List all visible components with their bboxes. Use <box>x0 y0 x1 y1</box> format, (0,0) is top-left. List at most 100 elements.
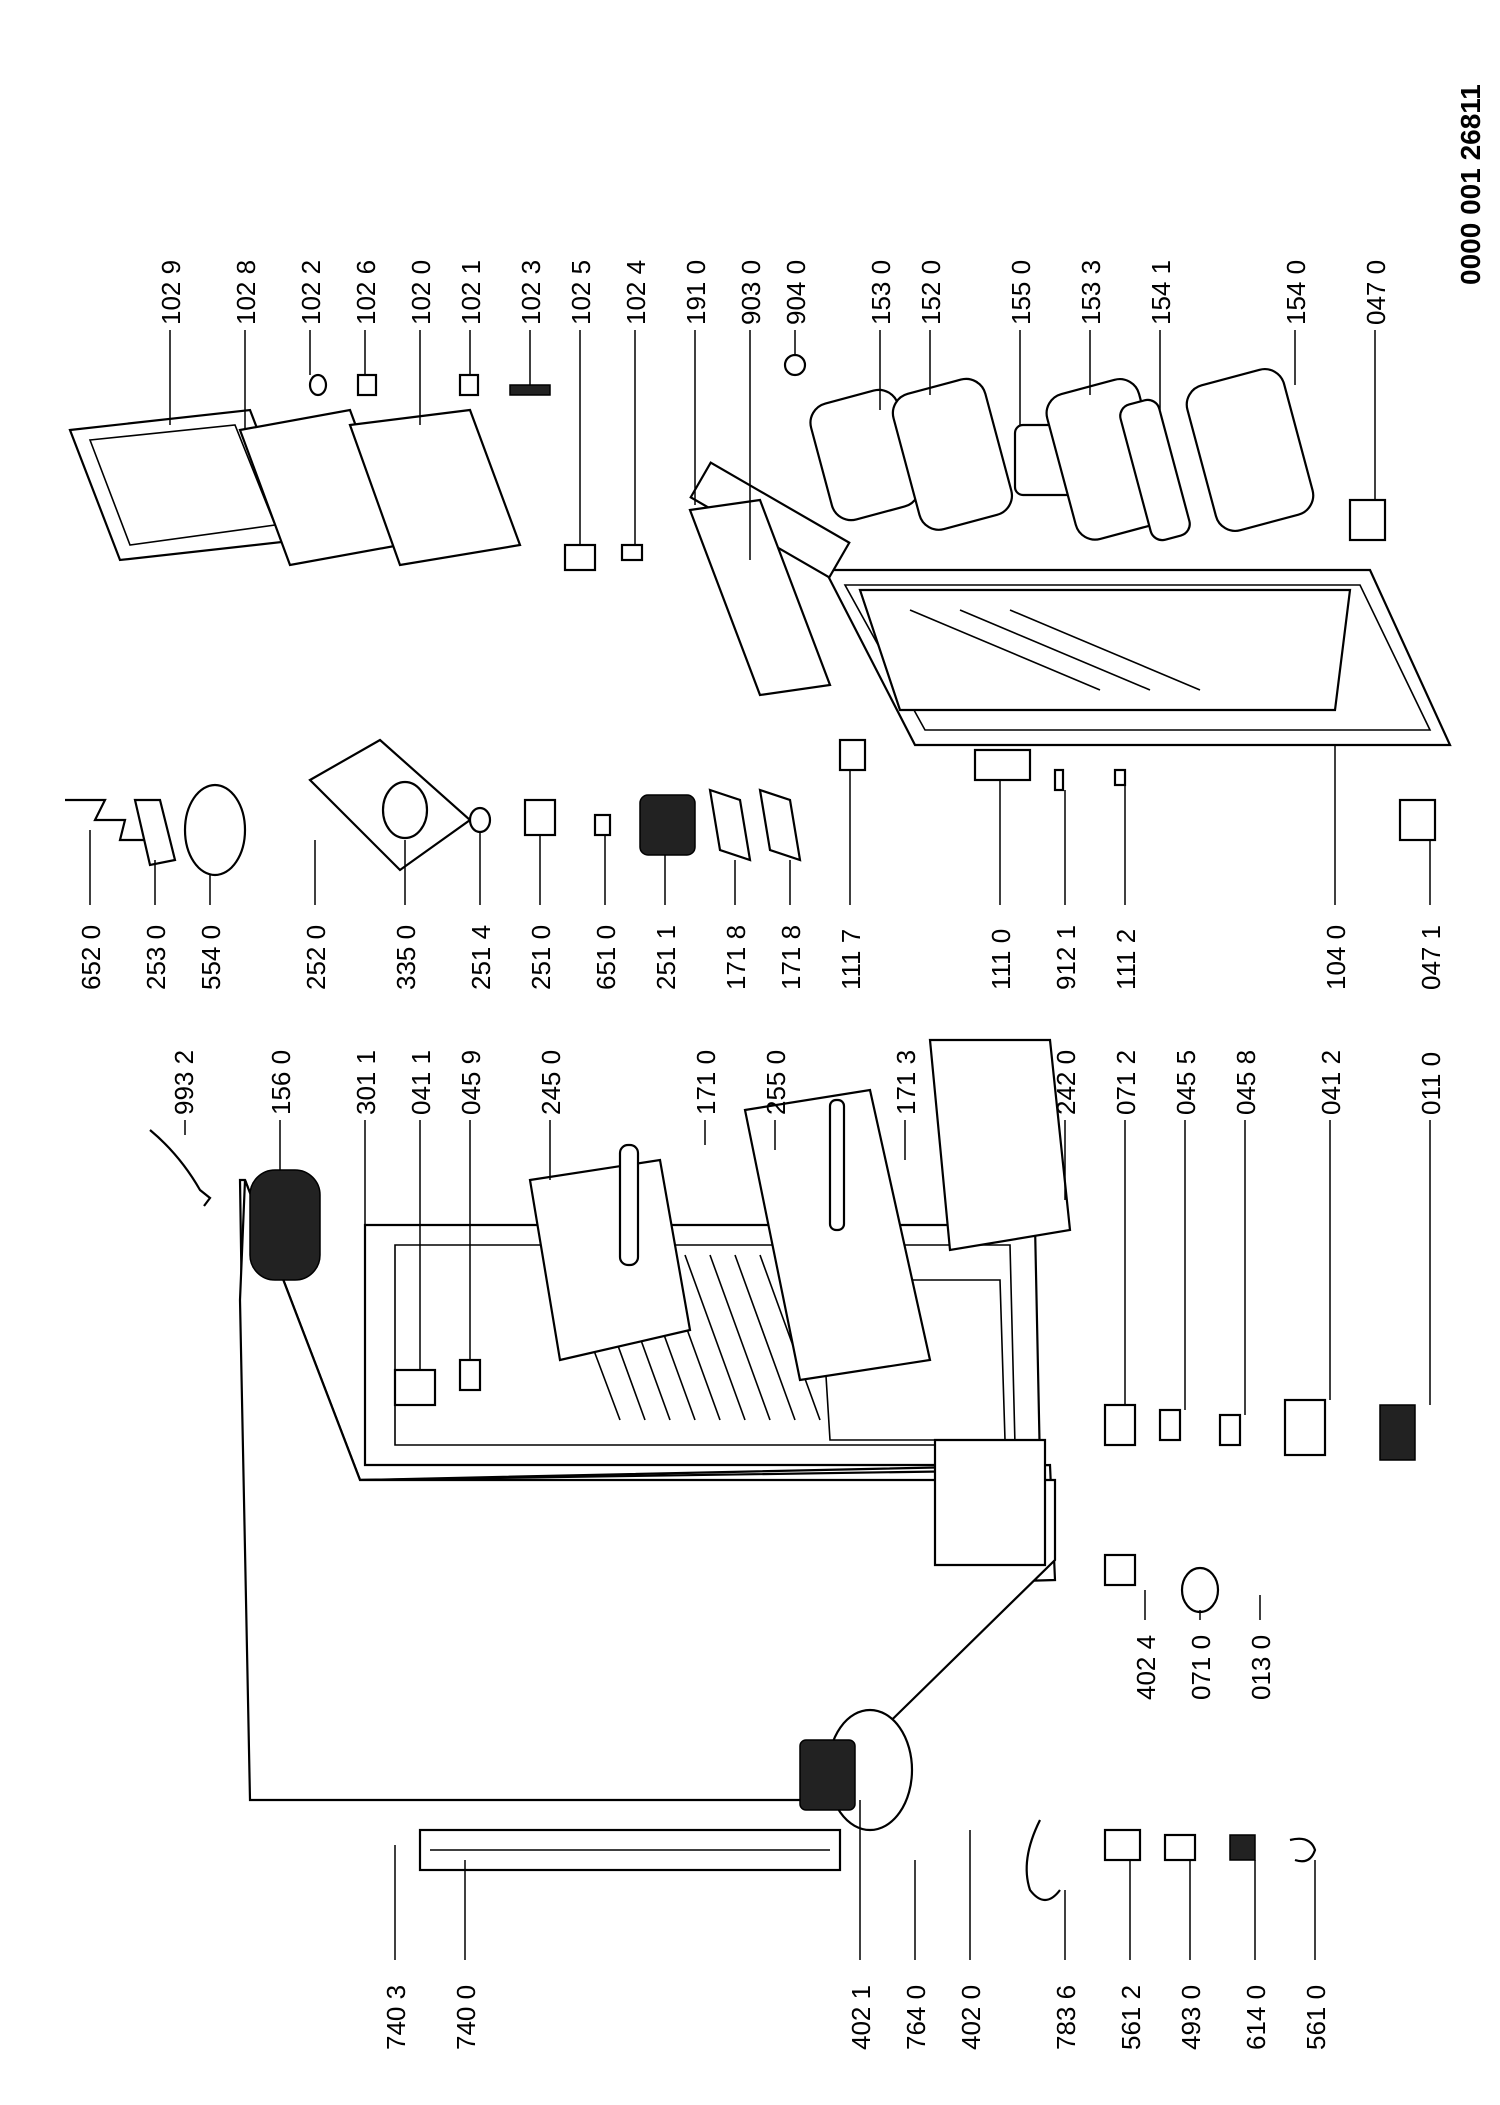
part-5612 <box>1103 1828 1142 1862</box>
left-labels: 993 2 156 0 301 1 041 1 045 9 245 0 171 … <box>169 1050 1446 2050</box>
label-402-4: 402 4 <box>1131 1635 1161 1700</box>
door-strip-1910 <box>688 498 832 697</box>
label-783-6: 783 6 <box>1051 1985 1081 2050</box>
label-102-0: 102 0 <box>406 260 436 325</box>
label-111-7: 111 7 <box>836 929 866 990</box>
label-255-0: 255 0 <box>761 1050 791 1115</box>
shelf-trim-upper <box>618 1143 640 1267</box>
label-154-1: 154 1 <box>1146 260 1176 325</box>
label-047-0: 047 0 <box>1361 260 1391 325</box>
sensor-2530 <box>133 798 177 867</box>
lamp-cover-5540 <box>183 783 247 877</box>
label-102-6: 102 6 <box>351 260 381 325</box>
label-402-1: 402 1 <box>846 1985 876 2050</box>
label-251-4: 251 4 <box>466 925 496 990</box>
label-171-8-a: 171 8 <box>721 925 751 990</box>
label-245-0: 245 0 <box>536 1050 566 1115</box>
label-152-0: 152 0 <box>916 260 946 325</box>
label-561-2: 561 2 <box>1116 1985 1146 2050</box>
label-153-0: 153 0 <box>866 260 896 325</box>
crisper-drawer <box>928 1038 1072 1252</box>
label-651-0: 651 0 <box>591 925 621 990</box>
door-rack-1520 <box>891 377 1014 531</box>
foot-0110 <box>1379 1404 1416 1461</box>
door-assembly <box>689 461 1452 747</box>
part-0130 <box>1180 1566 1220 1614</box>
label-071-2: 071 2 <box>1111 1050 1141 1115</box>
hinge-0471 <box>1398 798 1437 842</box>
label-013-0: 013 0 <box>1246 1635 1276 1700</box>
pin-1112 <box>1113 768 1127 787</box>
label-912-1: 912 1 <box>1051 925 1081 990</box>
label-764-0: 764 0 <box>901 1985 931 2050</box>
label-102-4: 102 4 <box>621 260 651 325</box>
label-904-0: 904 0 <box>781 260 811 325</box>
label-554-0: 554 0 <box>196 925 226 990</box>
hinge-0412 <box>1283 1398 1327 1457</box>
clip-0712 <box>1103 1403 1137 1447</box>
part-4930 <box>1163 1833 1197 1862</box>
label-153-3: 153 3 <box>1076 260 1106 325</box>
label-104-0: 104 0 <box>1321 925 1351 990</box>
knob-3350 <box>381 780 429 840</box>
socket-6510 <box>593 813 612 837</box>
label-493-0: 493 0 <box>1176 1985 1206 2050</box>
glass-shelf <box>743 1088 932 1382</box>
pad-1025 <box>563 543 597 572</box>
label-191-0: 191 0 <box>681 260 711 325</box>
label-102-9: 102 9 <box>156 260 186 325</box>
clip-1718-a <box>708 788 752 862</box>
right-labels: 102 9 102 8 102 2 102 6 102 0 102 1 102 … <box>76 260 1446 990</box>
cabinet-body <box>238 1178 1057 1872</box>
pin-0455 <box>1158 1408 1182 1442</box>
label-171-8-b: 171 8 <box>776 925 806 990</box>
label-102-8: 102 8 <box>231 260 261 325</box>
label-251-1: 251 1 <box>651 925 681 990</box>
hinge-1110 <box>973 748 1032 782</box>
label-740-0: 740 0 <box>451 1985 481 2050</box>
label-111-2: 111 2 <box>1111 929 1141 990</box>
label-252-0: 252 0 <box>301 925 331 990</box>
label-047-1: 047 1 <box>1416 925 1446 990</box>
label-155-0: 155 0 <box>1006 260 1036 325</box>
label-903-0: 903 0 <box>736 260 766 325</box>
label-740-3: 740 3 <box>381 1985 411 2050</box>
part-9040 <box>783 353 807 377</box>
screw-9121 <box>1053 768 1065 792</box>
part-4024 <box>1103 1553 1137 1587</box>
power-cord <box>149 1129 212 1207</box>
thermostat-2511 <box>639 794 696 856</box>
hinge-0470 <box>1348 498 1387 542</box>
pad-1024 <box>620 543 644 562</box>
label-102-1: 102 1 <box>456 260 486 325</box>
bracket-2510 <box>523 798 557 837</box>
label-242-0: 242 0 <box>1051 1050 1081 1115</box>
fitting-1026 <box>356 373 378 397</box>
shelf-trim-lower <box>828 1098 846 1232</box>
label-171-3: 171 3 <box>891 1050 921 1115</box>
label-402-0: 402 0 <box>956 1985 986 2050</box>
door-rack-1540 <box>1185 368 1315 532</box>
evaporator-plate-b <box>348 408 522 567</box>
label-041-2: 041 2 <box>1316 1050 1346 1115</box>
fitting-1021 <box>458 373 480 397</box>
label-045-9: 045 9 <box>456 1050 486 1115</box>
label-102-2: 102 2 <box>296 260 326 325</box>
label-561-0: 561 0 <box>1301 1985 1331 2050</box>
shelf-grid <box>528 1158 692 1362</box>
label-102-3: 102 3 <box>516 260 546 325</box>
label-335-0: 335 0 <box>391 925 421 990</box>
bracket-0411 <box>393 1368 437 1407</box>
right-small-parts <box>65 353 1437 877</box>
label-041-1: 041 1 <box>406 1050 436 1115</box>
label-652-0: 652 0 <box>76 925 106 990</box>
label-011-0: 011 0 <box>1416 1052 1446 1115</box>
fitting-1023 <box>509 384 551 396</box>
left-small-parts <box>149 1038 1416 1902</box>
label-045-8: 045 8 <box>1231 1050 1261 1115</box>
part-5610 <box>1289 1837 1317 1863</box>
label-171-0: 171 0 <box>691 1050 721 1115</box>
label-993-2: 993 2 <box>169 1050 199 1115</box>
label-154-0: 154 0 <box>1281 260 1311 325</box>
compressor-relay <box>799 1739 856 1811</box>
